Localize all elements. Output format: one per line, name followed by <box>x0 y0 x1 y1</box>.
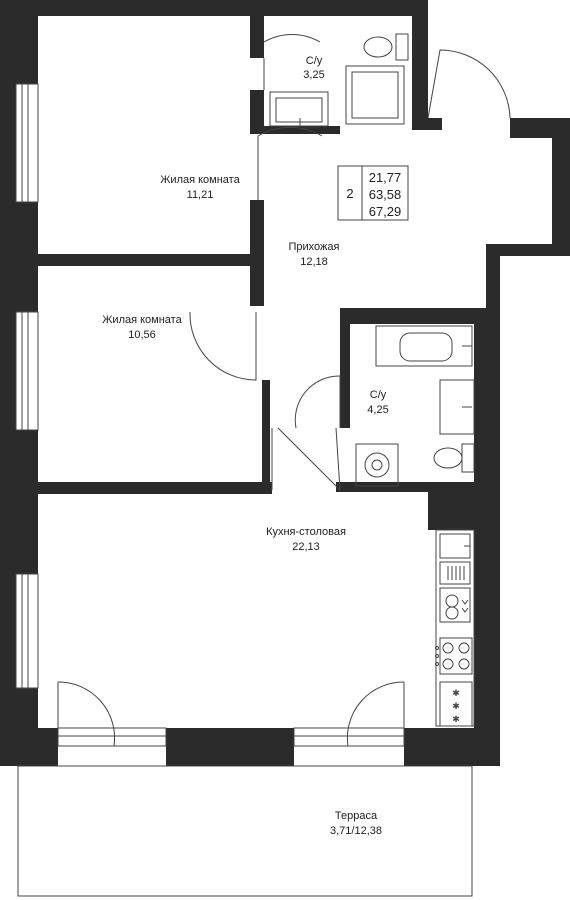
kitchen-area: 22,13 <box>292 541 320 553</box>
kitchen-sink-icon <box>439 533 471 559</box>
wall-bath1-bottom-stub <box>412 118 442 130</box>
wall-kitchen-top <box>38 482 272 494</box>
shower-icon <box>345 65 405 125</box>
walls <box>0 0 570 766</box>
svg-text:✱: ✱ <box>452 715 460 725</box>
bath2-name: С/у <box>370 389 387 401</box>
terrace-name: Терраса <box>335 810 378 822</box>
wall-living2-right-low <box>262 380 270 490</box>
svg-text:✱: ✱ <box>452 702 460 712</box>
area-summary: 2 21,77 63,58 67,29 <box>337 165 409 221</box>
door-living2 <box>189 311 257 381</box>
stove-icon <box>435 637 473 675</box>
terrace-area: 3,71/12,38 <box>330 825 382 837</box>
toilet2-icon <box>433 443 475 473</box>
bath2-area: 4,25 <box>367 404 388 416</box>
window-kitchen <box>15 573 39 689</box>
door-terrace-left <box>57 681 116 747</box>
total-with-terrace: 67,29 <box>369 204 402 219</box>
bathtub-icon <box>375 325 473 367</box>
wall-bath1-right <box>412 0 428 130</box>
sink-icon <box>269 91 329 127</box>
wall-bottom-right <box>404 728 500 766</box>
doors <box>57 33 511 747</box>
wall-bath2-top <box>340 308 500 324</box>
hall-area: 12,18 <box>300 256 328 268</box>
door-living1 <box>257 126 323 200</box>
wall-bottom-mid <box>166 728 294 766</box>
living1-name: Жилая комната <box>160 174 240 186</box>
svg-text:✱: ✱ <box>452 689 460 699</box>
wall-living1-right <box>250 200 264 260</box>
wall-living-divider <box>38 254 264 266</box>
window-kitchen-bottom-left <box>57 727 167 747</box>
door-terrace-right <box>346 681 405 747</box>
wall-niche <box>428 490 478 530</box>
door-bath2 <box>294 375 341 429</box>
washer-dryer-icon <box>439 587 471 623</box>
fridge-icon: ✱ ✱ ✱ <box>439 681 473 727</box>
wall-kitchen-top-right <box>336 482 478 492</box>
bath1-area: 3,25 <box>303 69 324 81</box>
wall-bath2-left <box>340 308 350 428</box>
washing-machine-icon <box>355 443 399 487</box>
wall-entrance-c <box>486 244 570 256</box>
wall-living2-right-top <box>250 254 264 306</box>
windows <box>15 83 405 747</box>
window-kitchen-bottom-right <box>293 727 405 747</box>
door-entrance <box>427 49 511 119</box>
door-kitchen <box>271 427 341 492</box>
door-bath1 <box>263 33 321 90</box>
window-living2 <box>15 311 39 431</box>
living2-name: Жилая комната <box>102 314 182 326</box>
wall-top <box>0 0 420 16</box>
terrace-outline <box>17 765 473 897</box>
wall-bottom-left <box>0 728 58 766</box>
bath1-name: С/у <box>306 55 323 67</box>
sink2-icon <box>439 379 475 435</box>
dishwasher-icon <box>439 561 471 585</box>
living2-area: 10,56 <box>128 329 156 341</box>
total-area: 63,58 <box>369 187 402 202</box>
wall-bath1-left-low <box>250 90 264 130</box>
wall-bath1-left <box>250 16 264 58</box>
fixtures: ✱ ✱ ✱ <box>269 33 475 727</box>
wall-entrance-b <box>552 118 570 254</box>
kitchen-name: Кухня-столовая <box>266 526 346 538</box>
rooms-count: 2 <box>346 186 353 201</box>
wall-right-lower <box>474 308 500 766</box>
room-labels: С/у 3,25 Жилая комната 11,21 Прихожая 12… <box>102 55 388 837</box>
hall-name: Прихожая <box>289 241 340 253</box>
toilet-icon <box>363 33 409 61</box>
wall-bath1-bottom <box>250 126 340 134</box>
window-living1 <box>15 83 39 203</box>
living-area: 21,77 <box>369 170 402 185</box>
living1-area: 11,21 <box>187 189 214 201</box>
wall-right-mid <box>486 244 500 310</box>
